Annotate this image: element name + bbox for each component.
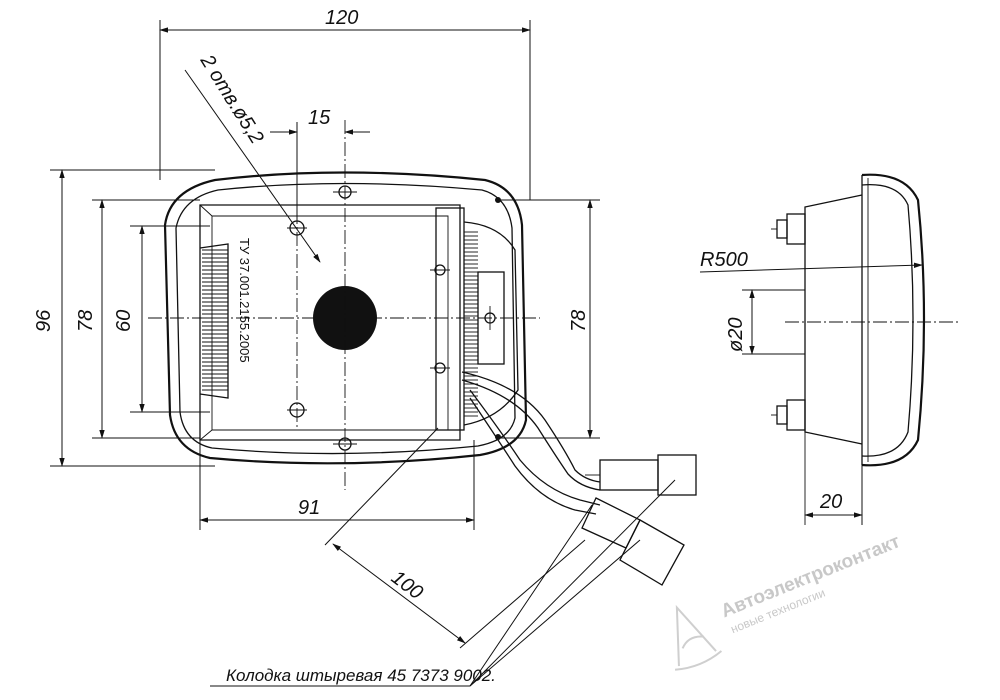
front-view: ТУ 37.001.2155.2005: [148, 120, 540, 490]
dim-96-label: 96: [33, 309, 55, 332]
side-body: [804, 194, 863, 445]
dim-holes-note: 2 отв.ø5,2: [184, 50, 321, 263]
side-lens: [861, 173, 926, 467]
dim-120: 120: [159, 7, 531, 200]
dim-r500-label: R500: [700, 249, 748, 271]
watermark-logo-icon: [674, 604, 723, 671]
dim-78-left: 78: [75, 199, 200, 439]
housing-outer: [163, 171, 528, 465]
connector-upper: [585, 454, 697, 496]
dim-20-label: 20: [819, 491, 842, 513]
connector-note: Колодка штыревая 45 7373 9002.: [210, 479, 676, 687]
connector-note-label: Колодка штыревая 45 7373 9002.: [226, 666, 496, 685]
dim-15-label: 15: [308, 107, 331, 129]
dim-60: 60: [113, 225, 210, 413]
left-lens-ribs: [199, 243, 229, 399]
dim-91: 91: [199, 440, 475, 530]
dim-r500: R500: [699, 249, 923, 273]
dim-100: 100: [324, 427, 586, 649]
dim-15: 15: [270, 107, 370, 220]
dim-d20-label: ø20: [725, 318, 747, 352]
housing-inner: [175, 182, 516, 455]
holes-note-label: 2 отв.ø5,2: [195, 50, 267, 148]
lens-frame: [199, 204, 461, 441]
dim-96: 96: [33, 169, 215, 467]
dim-60-label: 60: [113, 310, 135, 332]
watermark-brand: Автоэлектроконтакт: [718, 531, 903, 622]
cables: [461, 371, 601, 515]
dim-100-label: 100: [387, 566, 427, 604]
watermark: Автоэлектроконтакт новые технологии: [674, 531, 903, 671]
dim-91-label: 91: [298, 497, 320, 519]
part-number: ТУ 37.001.2155.2005: [237, 238, 252, 363]
dim-78-left-label: 78: [75, 310, 97, 332]
dim-78-right-label: 78: [568, 310, 590, 332]
dim-120-label: 120: [325, 7, 358, 29]
side-view: [771, 173, 960, 525]
connector-lower: [581, 497, 685, 586]
dim-78-right: 78: [500, 199, 600, 439]
side-studs: [771, 213, 806, 431]
dim-20-depth: 20: [804, 465, 863, 525]
dim-d20: ø20: [725, 289, 805, 355]
